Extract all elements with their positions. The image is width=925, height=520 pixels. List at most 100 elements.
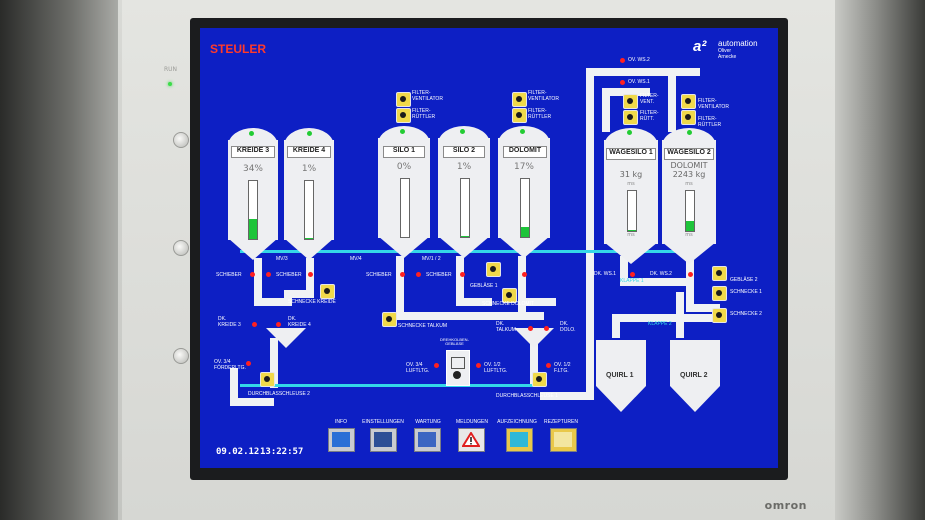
silo-1[interactable]: SILO 1 0%: [378, 126, 430, 266]
label-filter-ruett-dolomit: FILTER- RÜTTLER: [528, 108, 552, 120]
label-ov34-foerder: OV. 3/4 FÖRDERLTG.: [214, 359, 246, 371]
recording-button[interactable]: [506, 428, 533, 452]
fan-icon[interactable]: [623, 94, 638, 109]
fan-icon[interactable]: [512, 92, 527, 107]
fan-icon[interactable]: [512, 108, 527, 123]
label-durchblasschleuse-1: DURCHBLASSCHLEUSE 1: [496, 393, 558, 399]
label-klappe-2: KLAPPE 2: [648, 321, 672, 327]
weight-bottom: ms: [627, 232, 635, 238]
weight-bottom: ms: [685, 232, 693, 238]
info-button[interactable]: [328, 428, 355, 452]
silo-2[interactable]: SILO 2 1%: [438, 126, 490, 266]
recording-icon: [510, 432, 528, 447]
label-filter-ruett-silo: FILTER- RÜTTLER: [412, 108, 436, 120]
silo-cone: [228, 238, 278, 260]
label-schieber-k3: SCHIEBER: [216, 272, 242, 278]
status-dot: [460, 272, 465, 277]
blower-icon: [453, 371, 461, 379]
pipe: [518, 256, 526, 320]
screw-kreide-icon[interactable]: [320, 284, 335, 299]
label-dk-kreide-4: DK. KREIDE 4: [288, 316, 311, 328]
status-dot: [687, 130, 692, 135]
fan-icon[interactable]: [681, 110, 696, 125]
pipe: [254, 298, 292, 306]
label-ov-ws1: OV. WS.1: [628, 79, 650, 85]
weigh-silo-1[interactable]: WAGESILO 1 31 kg ms ms: [604, 128, 658, 268]
level-gauge: [400, 178, 410, 238]
silo-dolomit[interactable]: DOLOMIT 17%: [498, 126, 550, 266]
pipe: [530, 340, 538, 386]
quirl-cone: [670, 386, 720, 412]
silo-level-text: 0%: [396, 162, 412, 172]
label-drehkolben: DREHKOLBEN- GEBLÄSE: [440, 337, 469, 347]
side-key-1[interactable]: [173, 132, 189, 148]
screw-2-icon[interactable]: [712, 308, 727, 323]
fan-icon[interactable]: [623, 110, 638, 125]
label-filter-ruett-ws1: FILTER- RÜTT.: [640, 110, 659, 122]
blower-2-icon[interactable]: [712, 266, 727, 281]
silo-cone: [604, 242, 658, 264]
nav-label-meldungen: MELDUNGEN: [456, 419, 488, 425]
fan-icon[interactable]: [396, 92, 411, 107]
label-klappe-1: KLAPPE 1: [620, 278, 644, 284]
pipe: [456, 256, 464, 304]
pipe: [612, 314, 722, 322]
fan-icon[interactable]: [396, 108, 411, 123]
date-display: 09.02.12: [216, 447, 260, 457]
screw-talkum-icon[interactable]: [382, 312, 397, 327]
silo-name: KREIDE 3: [231, 146, 275, 158]
info-icon: [332, 432, 350, 447]
fan-icon[interactable]: [681, 94, 696, 109]
label-schnecke-kreide: SCHNECKE KREIDE: [288, 299, 336, 305]
rotary-valve-2-icon[interactable]: [260, 372, 275, 387]
label-durchblasschleuse-2: DURCHBLASSCHLEUSE 2: [248, 391, 310, 397]
quirl-label: QUIRL 1: [606, 372, 634, 379]
label-schnecke-dolomit: SCHNECKE DOLOMIT: [482, 301, 534, 307]
screw-dolomit-icon[interactable]: [502, 288, 517, 303]
screw-1-icon[interactable]: [712, 286, 727, 301]
label-schnecke-1: SCHNECKE 1: [730, 289, 762, 295]
maintenance-icon: [418, 432, 436, 447]
maintenance-button[interactable]: [414, 428, 441, 452]
level-fill: [521, 227, 529, 237]
panel-bezel-shadow-right: [835, 0, 925, 520]
side-key-3[interactable]: [173, 348, 189, 364]
quirl-body: [596, 340, 646, 386]
silo-name: WAGESILO 1: [606, 148, 656, 160]
messages-button[interactable]: [458, 428, 485, 452]
level-fill: [249, 219, 257, 239]
weight-material: DOLOMIT: [670, 161, 708, 170]
pipe: [540, 392, 592, 400]
blower-window: [451, 357, 465, 369]
settings-button[interactable]: [370, 428, 397, 452]
status-dot: [246, 361, 251, 366]
pipe: [284, 290, 314, 298]
nav-label-wartung: WARTUNG: [415, 419, 441, 425]
level-gauge: [460, 178, 470, 238]
recipes-icon: [554, 432, 572, 447]
panel-bezel-shadow-left: [0, 0, 118, 520]
status-dot: [528, 326, 533, 331]
blower-1-icon[interactable]: [486, 262, 501, 277]
side-key-2[interactable]: [173, 240, 189, 256]
rotary-blower[interactable]: [446, 350, 470, 386]
pipe: [254, 258, 262, 306]
status-dot: [520, 129, 525, 134]
recipes-button[interactable]: [550, 428, 577, 452]
silo-kreide-3[interactable]: KREIDE 3 34%: [228, 128, 278, 268]
weight-gauge: [685, 190, 695, 232]
label-mv3: MV/3: [276, 256, 288, 262]
status-dot: [400, 272, 405, 277]
silo-kreide-4[interactable]: KREIDE 4 1%: [284, 128, 334, 268]
omron-logo: omron: [764, 499, 807, 512]
label-filter-vent-silo: FILTER- VENTILATOR: [412, 90, 443, 102]
status-dot: [250, 272, 255, 277]
quirl-2[interactable]: QUIRL 2: [670, 340, 720, 412]
quirl-1[interactable]: QUIRL 1: [596, 340, 646, 412]
label-ov12-f: OV. 1/2 F.LTG.: [554, 362, 571, 374]
weigh-silo-2[interactable]: WAGESILO 2 DOLOMIT 2243 kg ms ms: [662, 128, 716, 268]
silo-cone: [662, 242, 716, 264]
label-filter-vent-dolomit: FILTER- VENTILATOR: [528, 90, 559, 102]
status-dot: [416, 272, 421, 277]
rotary-valve-1-icon[interactable]: [532, 372, 547, 387]
